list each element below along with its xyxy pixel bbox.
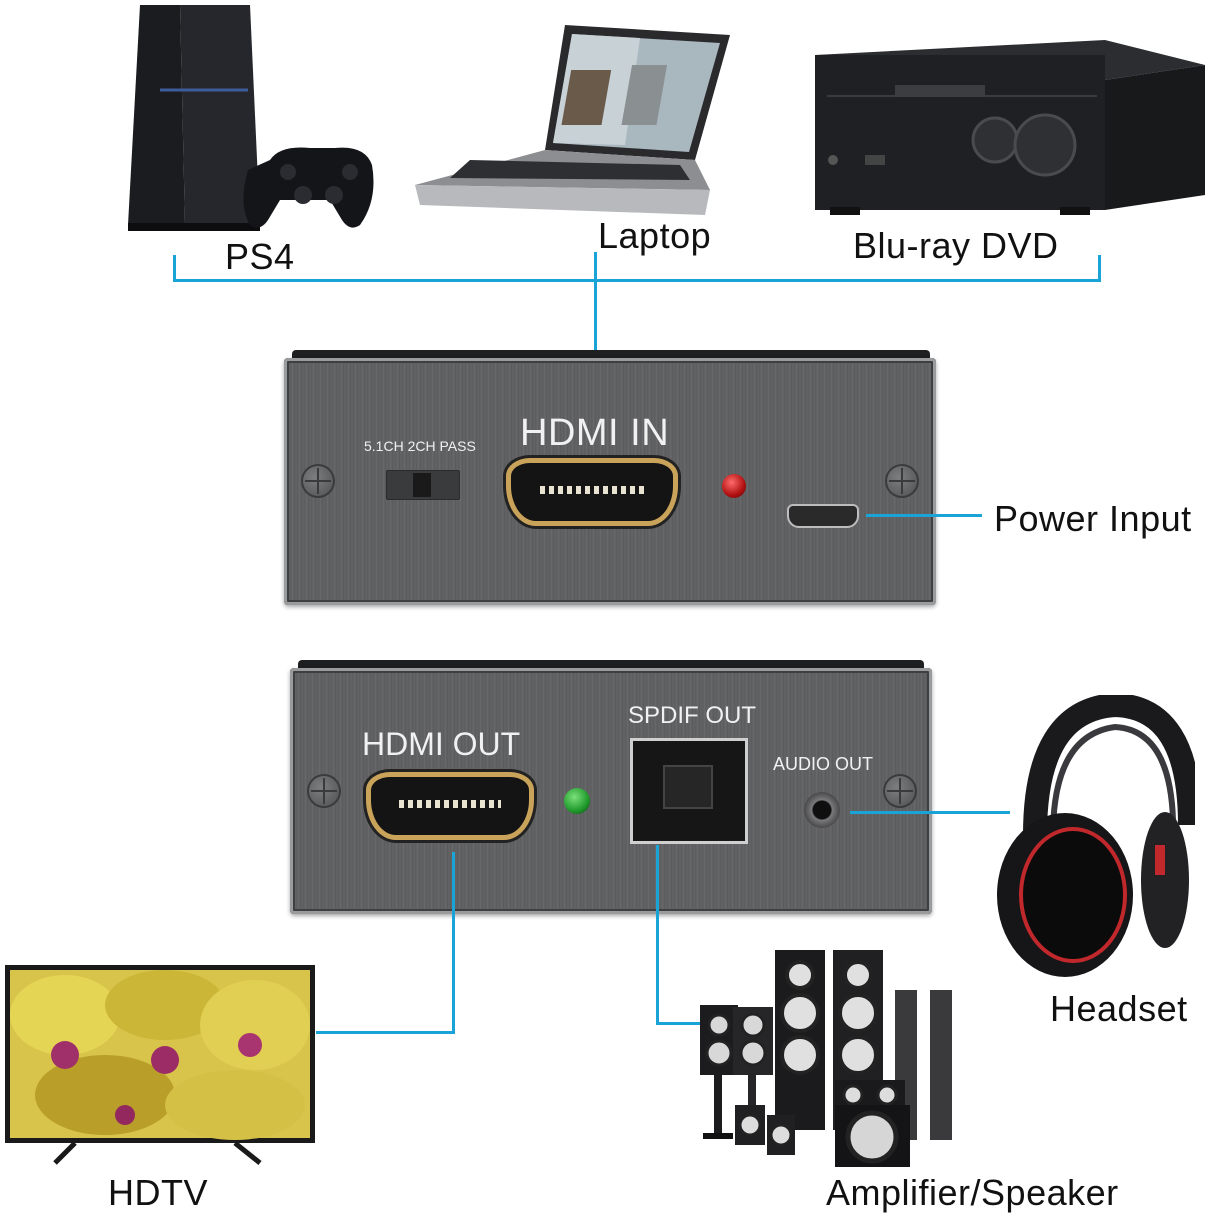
headset-device: [995, 692, 1202, 985]
port-pins: [540, 486, 644, 495]
bluray-device: [805, 35, 1214, 215]
speaker-system: [695, 945, 960, 1170]
output-panel-top-edge: [298, 660, 924, 670]
port-pins: [399, 800, 501, 809]
spdif-optical-port[interactable]: [630, 738, 748, 844]
source-wire-bluray: [1098, 255, 1101, 282]
receiver-icon: [815, 40, 1205, 215]
hdmi-in-port[interactable]: [506, 458, 678, 526]
power-wire: [866, 514, 982, 517]
hdmi-out-label: HDMI OUT: [362, 726, 521, 762]
hdmi-out-port[interactable]: [366, 772, 534, 840]
audio-mode-switch[interactable]: [386, 470, 460, 500]
screw-icon: [301, 464, 335, 498]
screw-icon: [885, 464, 919, 498]
audio-mode-switch-label: 5.1CH 2CH PASS: [364, 438, 476, 454]
speakers-icon: [700, 950, 952, 1167]
power-input-label: Power Input: [994, 498, 1192, 539]
input-panel-top-edge: [292, 350, 930, 360]
spdif-out-label: SPDIF OUT: [628, 702, 757, 729]
hdtv-device: [5, 965, 315, 1165]
laptop-icon: [415, 25, 730, 215]
tv-icon: [5, 965, 315, 1165]
headset-wire: [850, 811, 1010, 814]
source-wire-to-input: [594, 252, 597, 407]
switch-knob: [413, 473, 431, 497]
hdtv-wire-horizontal: [316, 1031, 455, 1034]
hdmi-in-label: HDMI IN: [520, 412, 670, 454]
output-panel: HDMI OUT SPDIF OUT AUDIO OUT: [290, 668, 932, 914]
amp-wire-vertical: [656, 845, 659, 1025]
hdtv-label: HDTV: [108, 1172, 208, 1213]
screw-icon: [307, 774, 341, 808]
input-panel: 5.1CH 2CH PASS HDMI IN: [284, 358, 936, 605]
laptop-label: Laptop: [598, 215, 712, 256]
bluray-label: Blu-ray DVD: [853, 225, 1059, 266]
hdtv-wire-vertical: [452, 852, 455, 1034]
signal-led: [564, 788, 590, 814]
source-wire-ps4: [173, 255, 176, 282]
audio-out-label: AUDIO OUT: [773, 754, 874, 774]
audio-out-jack[interactable]: [804, 792, 840, 828]
headset-label: Headset: [1050, 988, 1188, 1029]
amp-wire-horizontal: [656, 1022, 736, 1025]
ps4-label: PS4: [225, 236, 295, 277]
ps4-device: [120, 0, 380, 235]
power-led: [722, 474, 746, 498]
headphones-icon: [997, 692, 1202, 977]
micro-usb-port[interactable]: [787, 504, 859, 528]
optical-shutter: [663, 765, 713, 809]
source-wire-horizontal: [173, 279, 1101, 282]
ps4-icon: [128, 5, 374, 231]
screw-icon: [883, 774, 917, 808]
amplifier-speaker-label: Amplifier/Speaker: [826, 1172, 1119, 1213]
laptop-device: [410, 20, 740, 235]
